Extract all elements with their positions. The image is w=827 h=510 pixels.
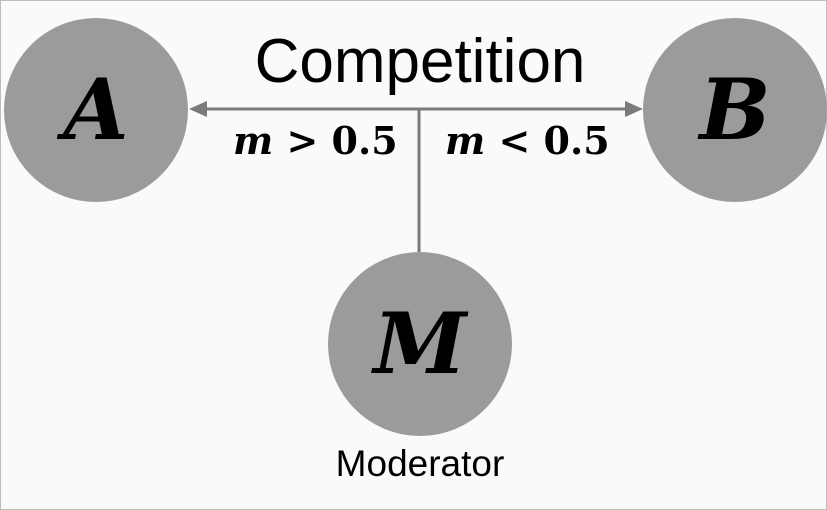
condition-left-variable: m <box>233 118 274 163</box>
condition-right-expression: < 0.5 <box>485 118 610 163</box>
arrowhead-b-icon <box>625 101 643 117</box>
diagram-title: Competition <box>254 27 586 96</box>
condition-left: m > 0.5 <box>233 122 398 160</box>
condition-right: m < 0.5 <box>445 122 610 160</box>
condition-left-expression: > 0.5 <box>273 118 398 163</box>
node-moderator: M <box>328 252 512 436</box>
node-m-label: M <box>373 294 467 393</box>
condition-right-variable: m <box>445 118 486 163</box>
arrowhead-a-icon <box>189 101 207 117</box>
node-a: A <box>4 18 188 202</box>
node-a-label: A <box>63 60 129 159</box>
moderator-caption: Moderator <box>335 443 505 484</box>
node-b: B <box>643 18 827 202</box>
node-b-label: B <box>699 60 771 159</box>
